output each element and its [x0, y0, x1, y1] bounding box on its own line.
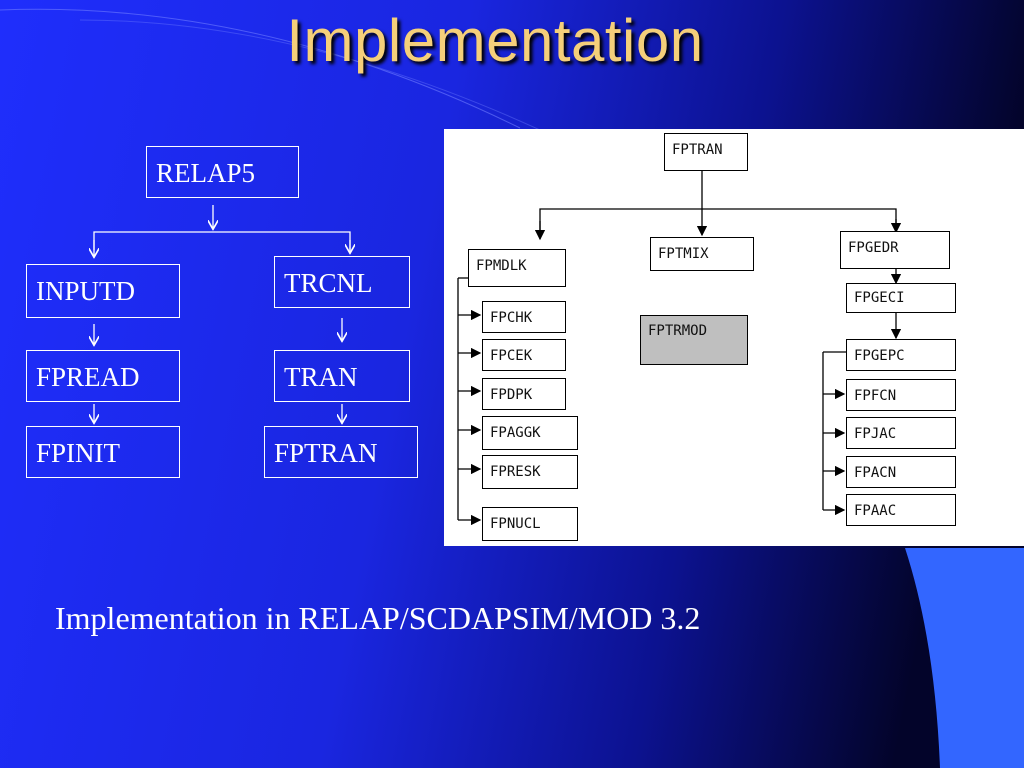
node-fpfcn: FPFCN: [846, 379, 956, 411]
node-fpresk: FPRESK: [482, 455, 578, 489]
left-tree-connectors: [0, 205, 440, 500]
node-fptran: FPTRAN: [664, 133, 748, 171]
node-fpchk: FPCHK: [482, 301, 566, 333]
node-fpjac: FPJAC: [846, 417, 956, 449]
accent-shape: [905, 548, 1024, 768]
node-fpgeci: FPGECI: [846, 283, 956, 313]
node-fpmdlk: FPMDLK: [468, 249, 566, 287]
structure-chart-connectors: [457, 170, 902, 526]
node-fpcek: FPCEK: [482, 339, 566, 371]
node-trcnl: TRCNL: [274, 256, 410, 308]
node-tran: TRAN: [274, 350, 410, 402]
node-fpaggk: FPAGGK: [482, 416, 578, 450]
node-fptran-left: FPTRAN: [264, 426, 418, 478]
node-fpaac: FPAAC: [846, 494, 956, 526]
node-fpinit: FPINIT: [26, 426, 180, 478]
node-fpgepc: FPGEPC: [846, 339, 956, 371]
node-fpdpk: FPDPK: [482, 378, 566, 410]
node-fpnucl: FPNUCL: [482, 507, 578, 541]
node-fptrmod: FPTRMOD: [640, 315, 748, 365]
node-relap5: RELAP5: [146, 146, 299, 198]
node-fptmix: FPTMIX: [650, 237, 754, 271]
slide-caption: Implementation in RELAP/SCDAPSIM/MOD 3.2: [55, 600, 701, 636]
slide-title: Implementation: [286, 7, 704, 74]
node-inputd: INPUTD: [26, 264, 180, 318]
node-fpread: FPREAD: [26, 350, 180, 402]
structure-chart-panel: FPTRAN FPMDLK FPTMIX FPGEDR FPCHK FPCEK …: [444, 129, 1024, 546]
node-fpgedr: FPGEDR: [840, 231, 950, 269]
node-fpacn: FPACN: [846, 456, 956, 488]
